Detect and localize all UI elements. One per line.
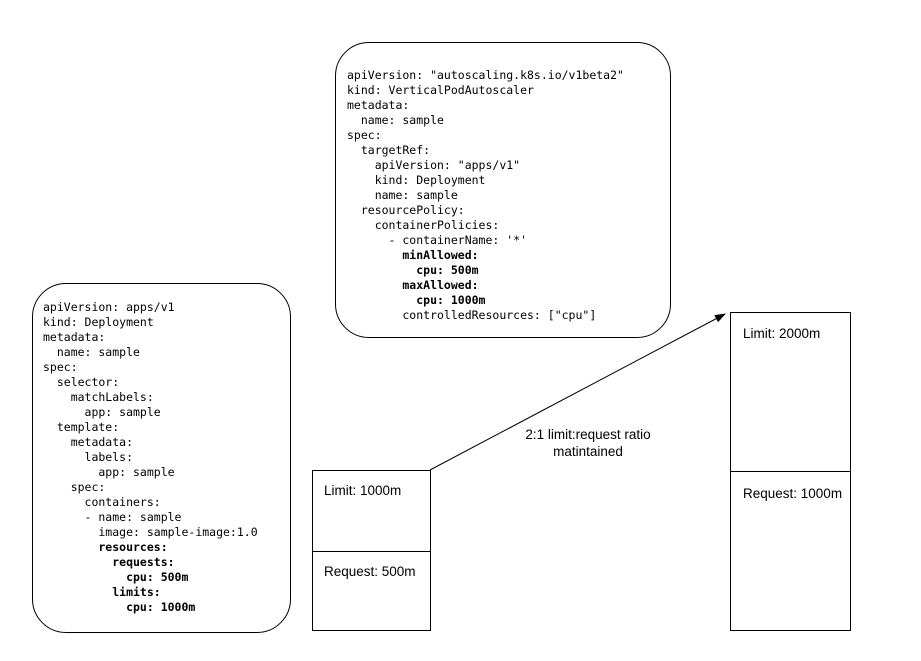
pod-after-request-section: Request: 1000m [731, 472, 850, 630]
pod-after-request-label: Request: 1000m [743, 486, 843, 501]
yaml-line: apiVersion: "apps/v1" [347, 158, 521, 172]
yaml-line: limits: [43, 585, 161, 599]
pod-before-box: Limit: 1000m Request: 500m [312, 470, 431, 631]
yaml-line: apiVersion: apps/v1 [43, 300, 175, 314]
yaml-line: targetRef: [347, 143, 431, 157]
yaml-line: spec: [43, 480, 106, 494]
yaml-line: cpu: 1000m [347, 293, 486, 307]
yaml-line: matchLabels: [43, 390, 154, 404]
yaml-line: resourcePolicy: [347, 203, 465, 217]
yaml-line: cpu: 500m [347, 263, 479, 277]
yaml-line: spec: [347, 128, 382, 142]
yaml-line: metadata: [43, 435, 134, 449]
yaml-line: name: sample [347, 188, 458, 202]
yaml-line: spec: [43, 360, 78, 374]
yaml-line: kind: VerticalPodAutoscaler [347, 83, 534, 97]
pod-after-limit-label: Limit: 2000m [743, 326, 821, 341]
yaml-line: name: sample [43, 345, 140, 359]
vpa-yaml-box: apiVersion: "autoscaling.k8s.io/v1beta2"… [335, 42, 671, 338]
yaml-line: selector: [43, 375, 120, 389]
arrow-label-line2: matintained [553, 443, 623, 459]
yaml-line: controlledResources: ["cpu"] [347, 308, 597, 322]
pod-before-limit-section: Limit: 1000m [313, 471, 430, 552]
pod-after-box: Limit: 2000m Request: 1000m [730, 312, 851, 631]
yaml-line: apiVersion: "autoscaling.k8s.io/v1beta2" [347, 68, 624, 82]
yaml-line: requests: [43, 555, 175, 569]
yaml-line: containerPolicies: [347, 218, 500, 232]
yaml-line: maxAllowed: [347, 278, 479, 292]
yaml-line: template: [43, 420, 120, 434]
yaml-line: app: sample [43, 465, 175, 479]
yaml-line: - name: sample [43, 510, 182, 524]
yaml-line: containers: [43, 495, 161, 509]
pod-before-limit-label: Limit: 1000m [324, 483, 402, 498]
arrow-label: 2:1 limit:request ratio matintained [487, 427, 689, 460]
yaml-line: cpu: 500m [43, 570, 189, 584]
yaml-line: metadata: [43, 330, 106, 344]
pod-before-request-label: Request: 500m [324, 564, 416, 579]
yaml-line: resources: [43, 540, 168, 554]
vpa-yaml-code: apiVersion: "autoscaling.k8s.io/v1beta2"… [336, 43, 670, 323]
yaml-line: cpu: 1000m [43, 600, 196, 614]
yaml-line: name: sample [347, 113, 444, 127]
yaml-line: kind: Deployment [43, 315, 154, 329]
yaml-line: - containerName: '*' [347, 233, 528, 247]
arrow-label-line1: 2:1 limit:request ratio [525, 427, 651, 442]
yaml-line: labels: [43, 450, 134, 464]
yaml-line: metadata: [347, 98, 410, 112]
yaml-line: kind: Deployment [347, 173, 486, 187]
yaml-line: image: sample-image:1.0 [43, 525, 258, 539]
yaml-line: minAllowed: [347, 248, 479, 262]
pod-after-limit-section: Limit: 2000m [731, 313, 850, 472]
yaml-line: app: sample [43, 405, 161, 419]
pod-before-request-section: Request: 500m [313, 552, 430, 630]
